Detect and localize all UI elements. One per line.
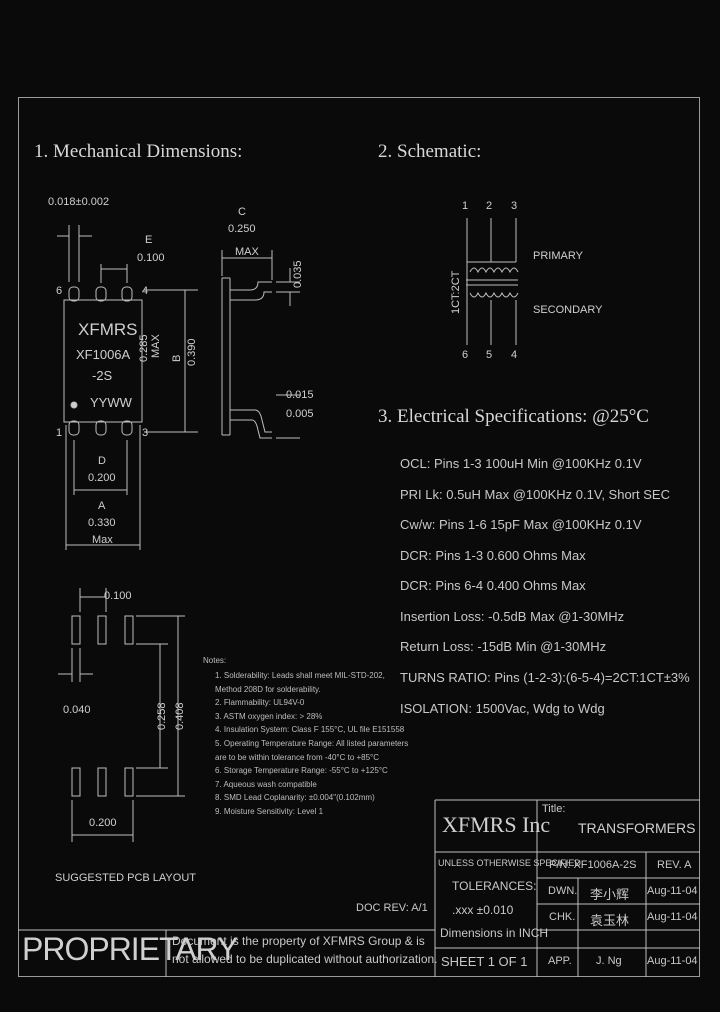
turns-ratio-label: 1CT:2CT bbox=[450, 270, 462, 314]
tolerance-line-3: .xxx ±0.010 bbox=[452, 903, 514, 917]
note-item: 4. Insulation System: Class F 155°C, UL … bbox=[215, 725, 405, 735]
package-date-code: YYWW bbox=[90, 395, 132, 410]
package-side-view bbox=[221, 277, 272, 439]
drawing-sheet bbox=[18, 97, 700, 977]
schematic-pin-4: 4 bbox=[511, 349, 518, 361]
schematic-title: 2. Schematic: bbox=[378, 141, 482, 162]
package-brand: XFMRS bbox=[78, 320, 138, 339]
drawn-date: Aug-11-04 bbox=[647, 885, 698, 897]
schematic-pin-5: 5 bbox=[486, 349, 493, 361]
tolerance-line-4: Dimensions in INCH bbox=[440, 926, 549, 940]
schematic-pin-6: 6 bbox=[462, 349, 469, 361]
primary-label: PRIMARY bbox=[533, 250, 583, 262]
electrical-title: 3. Electrical Specifications: @25°C bbox=[378, 406, 649, 427]
checked-name: 袁玉林 bbox=[590, 913, 630, 928]
note-item: 5. Operating Temperature Range: All list… bbox=[215, 738, 409, 748]
notes-title: Notes: bbox=[203, 656, 227, 665]
note-item: 2. Flammability: UL94V-0 bbox=[215, 698, 305, 708]
note-item: 8. SMD Lead Coplanarity: ±0.004"(0.102mm… bbox=[215, 793, 375, 803]
doc-revision: DOC REV: A/1 bbox=[356, 902, 428, 914]
note-item: 9. Moisture Sensitivity: Level 1 bbox=[215, 806, 324, 816]
proprietary-line-1: Document is the property of XFMRS Group … bbox=[172, 934, 425, 948]
spec-return-loss: Return Loss: -15dB Min @1-30MHz bbox=[400, 639, 607, 654]
drawn-label: DWN. bbox=[548, 885, 578, 897]
dim-c-value: 0.250 bbox=[228, 223, 256, 235]
pin-4-label: 4 bbox=[142, 285, 149, 297]
spec-capacitance: Cw/w: Pins 1-6 15pF Max @100KHz 0.1V bbox=[400, 517, 642, 532]
body-width-value: 0.285 bbox=[138, 334, 150, 362]
schematic-diagram bbox=[466, 218, 519, 345]
note-item: 6. Storage Temperature Range: -55°C to +… bbox=[215, 766, 388, 776]
schematic-pin-3: 3 bbox=[511, 200, 518, 212]
dim-a-label: A bbox=[98, 500, 106, 512]
note-item: 3. ASTM oxygen index: > 28% bbox=[215, 711, 323, 721]
notes-list: 1. Solderability: Leads shall meet MIL-S… bbox=[215, 669, 408, 819]
dim-d-label: D bbox=[98, 455, 106, 467]
dim-e-value: 0.100 bbox=[137, 252, 165, 264]
note-item: 7. Aqueous wash compatible bbox=[215, 779, 317, 789]
proprietary-line-2: not allowed to be duplicated without aut… bbox=[172, 952, 438, 966]
company-name: XFMRS Inc bbox=[442, 812, 551, 837]
schematic-pin-1: 1 bbox=[462, 200, 469, 212]
dim-d-value: 0.200 bbox=[88, 472, 116, 484]
spec-leakage: PRI Lk: 0.5uH Max @100KHz 0.1V, Short SE… bbox=[400, 487, 670, 502]
checked-date: Aug-11-04 bbox=[647, 911, 698, 923]
approved-name: J. Ng bbox=[596, 955, 622, 967]
approved-label: APP. bbox=[548, 955, 572, 967]
checked-label: CHK. bbox=[549, 911, 576, 923]
dim-b-value: 0.390 bbox=[186, 338, 198, 366]
title-block-grid bbox=[18, 799, 700, 977]
lead-thickness-value: 0.035 bbox=[292, 260, 304, 288]
package-top-view bbox=[63, 286, 143, 436]
note-item: 1. Solderability: Leads shall meet MIL-S… bbox=[215, 671, 385, 680]
pin-1-label: 1 bbox=[56, 427, 63, 439]
title-value: TRANSFORMERS bbox=[578, 820, 696, 836]
schematic-pin-2: 2 bbox=[486, 200, 493, 212]
pcb-pad-width: 0.040 bbox=[63, 704, 91, 716]
spec-ocl: OCL: Pins 1-3 100uH Min @100KHz 0.1V bbox=[400, 456, 642, 471]
note-item: are to be within tolerance from -40°C to… bbox=[215, 752, 380, 762]
pcb-inner-span: 0.258 bbox=[156, 702, 168, 730]
pcb-row-span: 0.200 bbox=[89, 817, 117, 829]
drawn-name: 李小辉 bbox=[590, 887, 630, 902]
pcb-outer-span: 0.408 bbox=[174, 702, 186, 730]
proprietary-label: PROPRIETARY bbox=[22, 931, 238, 967]
lead-width-dim: 0.018±0.002 bbox=[48, 196, 110, 208]
dim-a-value: 0.330 bbox=[88, 517, 116, 529]
standoff-value-1: 0.015 bbox=[286, 389, 314, 401]
tolerance-line-2: TOLERANCES: bbox=[452, 879, 537, 893]
title-label: Title: bbox=[542, 803, 566, 815]
spec-insertion-loss: Insertion Loss: -0.5dB Max @1-30MHz bbox=[400, 609, 625, 624]
dim-c-label: C bbox=[238, 206, 246, 218]
part-number: P/N: XF1006A-2S bbox=[549, 859, 637, 871]
spec-dcr-primary: DCR: Pins 1-3 0.600 Ohms Max bbox=[400, 548, 586, 563]
pcb-layout bbox=[71, 615, 134, 797]
mechanical-title: 1. Mechanical Dimensions: bbox=[34, 141, 243, 162]
package-part-line1: XF1006A bbox=[76, 347, 131, 362]
dim-e-label: E bbox=[145, 234, 153, 246]
pcb-caption: SUGGESTED PCB LAYOUT bbox=[55, 872, 196, 884]
sheet-number: SHEET 1 OF 1 bbox=[441, 954, 528, 969]
dim-b-label: B bbox=[171, 354, 183, 362]
pcb-pad-pitch: 0.100 bbox=[104, 590, 132, 602]
standoff-value-2: 0.005 bbox=[286, 408, 314, 420]
package-part-line2: -2S bbox=[92, 368, 113, 383]
spec-isolation: ISOLATION: 1500Vac, Wdg to Wdg bbox=[400, 701, 605, 716]
note-item: Method 208D for solderability. bbox=[215, 684, 321, 694]
pin-3-label: 3 bbox=[142, 427, 149, 439]
spec-dcr-secondary: DCR: Pins 6-4 0.400 Ohms Max bbox=[400, 578, 586, 593]
body-width-max: MAX bbox=[150, 334, 162, 358]
pin-6-label: 6 bbox=[56, 285, 63, 297]
dim-c-max: MAX bbox=[235, 246, 259, 258]
spec-turns-ratio: TURNS RATIO: Pins (1-2-3):(6-5-4)=2CT:1C… bbox=[400, 670, 690, 685]
dim-a-max: Max bbox=[92, 534, 113, 546]
tolerance-line-1: UNLESS OTHERWISE SPECIFIED bbox=[438, 858, 581, 868]
revision: REV. A bbox=[657, 859, 692, 871]
secondary-label: SECONDARY bbox=[533, 304, 603, 316]
approved-date: Aug-11-04 bbox=[647, 955, 698, 967]
